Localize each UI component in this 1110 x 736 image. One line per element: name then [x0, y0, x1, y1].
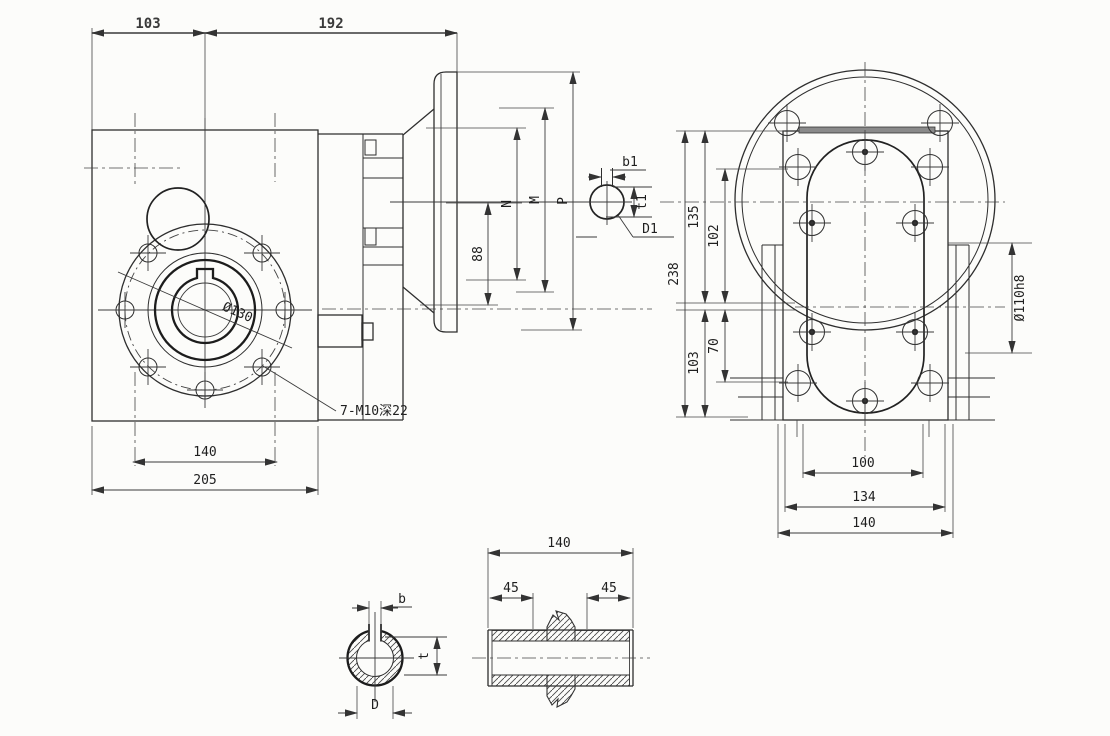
rear-view-dimensions: 238 135 102 70 103 Ø110h8 100 134 140 [667, 130, 1032, 538]
dim-140-shaft-label: 140 [547, 536, 570, 551]
dim-140-front-label: 140 [193, 445, 216, 460]
dim-b-label: b [398, 592, 406, 607]
cover-screws [793, 133, 934, 420]
input-key-section-detail: b1 t1 D1 [576, 155, 674, 238]
dim-135-label: 135 [687, 205, 702, 228]
dim-b1-label: b1 [622, 155, 638, 170]
dim-p-label: P [556, 197, 571, 205]
dim-100-label: 100 [851, 456, 874, 471]
side-view-dimensions: 88 N M P [420, 71, 582, 331]
side-view [317, 71, 652, 421]
dim-spigot-diameter-label: Ø110h8 [1013, 275, 1028, 322]
hollow-shaft-section-detail: b t D [338, 592, 447, 719]
rear-view [660, 62, 1005, 457]
dim-134-label: 134 [852, 490, 876, 505]
top-dimension-chain: 103 192 [91, 16, 458, 132]
dim-192-top-label: 192 [318, 16, 343, 32]
dim-t1-label: t1 [635, 194, 650, 210]
dim-140-base-label: 140 [852, 516, 875, 531]
dim-45-left-label: 45 [503, 581, 519, 596]
dim-103-label: 103 [687, 351, 702, 374]
dim-103-top-label: 103 [135, 16, 160, 32]
dim-88-label: 88 [471, 246, 486, 262]
tapped-holes-callout-label: 7-M10深22 [340, 404, 408, 419]
dim-205-label: 205 [193, 473, 216, 488]
dim-d-label: D [371, 698, 379, 713]
dim-flange-diameter-label: Ø130 [220, 300, 255, 326]
dim-d1-label: D1 [642, 222, 658, 237]
flange-bolt-holes [107, 235, 303, 408]
dim-n-label: N [500, 200, 515, 208]
dim-70-label: 70 [707, 338, 722, 354]
hollow-shaft-longitudinal-detail: 140 45 45 [472, 536, 650, 708]
dim-102-label: 102 [707, 224, 722, 247]
dim-238-label: 238 [667, 262, 682, 285]
cover-gasket-edge [798, 126, 936, 134]
front-view: Ø130 7-M10深22 140 205 [84, 113, 408, 495]
dim-45-right-label: 45 [601, 581, 617, 596]
flange-holes [768, 104, 959, 402]
dim-t-label: t [417, 652, 432, 660]
dim-m-label: M [528, 196, 543, 204]
